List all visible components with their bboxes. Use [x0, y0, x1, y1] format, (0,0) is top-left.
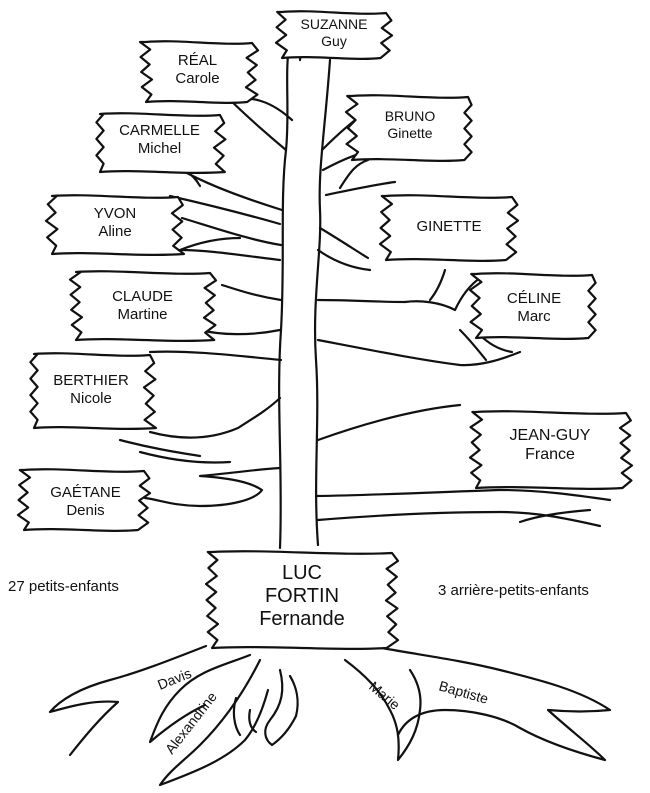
root-label-marie: Marie — [366, 678, 403, 713]
child-name: RÉAL — [177, 52, 218, 69]
root-center — [264, 668, 299, 747]
sign-carmelle: CARMELLE Michel — [102, 122, 217, 157]
child-name: CÉLINE — [506, 290, 562, 307]
branch-bruno-twigs — [324, 158, 397, 197]
signboard-claude — [68, 270, 218, 342]
spouse-name: Denis — [66, 501, 105, 519]
signboard-yvon — [44, 194, 186, 256]
couple-line-1: LUC — [281, 562, 322, 584]
sign-gaetane: GAÉTANE Denis — [28, 484, 143, 519]
signboard-celine — [468, 272, 597, 340]
spouse-name: Marc — [517, 307, 551, 325]
root-left-outer — [48, 644, 208, 757]
root-label-baptiste: Baptiste — [437, 678, 490, 707]
sign-berthier: BERTHIER Nicole — [36, 372, 146, 407]
couple-line-2: FORTIN — [264, 585, 340, 607]
branch-gaetane — [143, 466, 282, 508]
signboard-gaetane — [16, 468, 152, 532]
root-marie — [343, 658, 422, 762]
child-name: GAÉTANE — [50, 484, 121, 501]
root-label-alexandrine: Alexandrine — [162, 689, 220, 757]
sign-couple: LUC FORTIN Fernande — [222, 562, 382, 631]
signboard-bruno — [344, 94, 473, 162]
sign-suzanne: SUZANNE Guy — [280, 16, 388, 49]
child-name: BERTHIER — [53, 372, 129, 389]
signboard-berthier — [29, 352, 158, 430]
signboard-jeanguy — [468, 410, 634, 490]
spouse-name: Nicole — [70, 389, 112, 407]
spouse-name: Carole — [175, 69, 220, 87]
root-right-outer — [380, 646, 612, 762]
root-center-small — [232, 696, 258, 737]
trunk-right-edge — [313, 58, 332, 547]
spouse-name: Martine — [117, 305, 168, 323]
root-left-davis — [148, 653, 252, 744]
child-name: CLAUDE — [112, 288, 173, 305]
couple-line-3: Fernande — [259, 608, 345, 630]
great-grandchildren-count: 3 arrière-petits-enfants — [438, 582, 589, 599]
sign-real: RÉAL Carole — [145, 52, 250, 87]
child-name: SUZANNE — [300, 16, 368, 32]
spouse-name: Ginette — [387, 124, 433, 141]
sign-ginette: GINETTE — [390, 218, 508, 236]
signboard-ginette — [378, 194, 520, 262]
child-name: YVON — [93, 205, 137, 222]
branch-right-lower — [314, 488, 612, 528]
child-name: GINETTE — [416, 218, 482, 235]
branch-jeanguy — [316, 338, 522, 442]
spouse-name: Guy — [321, 32, 347, 49]
branch-celine — [316, 268, 482, 312]
sign-celine: CÉLINE Marc — [480, 290, 588, 325]
sign-claude: CLAUDE Martine — [80, 288, 205, 323]
signboard-real — [138, 40, 260, 104]
sign-jeanguy: JEAN-GUY France — [480, 427, 620, 465]
root-alexandrine — [158, 658, 270, 787]
signboard-carmelle — [95, 112, 227, 174]
root-label-davis: Davis — [155, 665, 193, 693]
child-name: CARMELLE — [119, 122, 200, 139]
branch-berthier-lower — [118, 438, 232, 464]
signboard-suzanne — [274, 10, 394, 60]
branch-ginette — [316, 226, 372, 272]
spouse-name: Michel — [137, 139, 182, 157]
child-name: BRUNO — [384, 108, 436, 124]
grandchildren-count: 27 petits-enfants — [8, 578, 119, 595]
child-name: JEAN-GUY — [509, 427, 591, 444]
branch-yvon — [178, 216, 283, 262]
sign-bruno: BRUNO Ginette — [355, 108, 465, 141]
sign-yvon: YVON Aline — [55, 205, 175, 240]
signboard-couple — [204, 550, 400, 650]
branch-berthier — [148, 350, 283, 439]
spouse-name: France — [525, 445, 575, 463]
trunk-left-edge — [278, 38, 292, 550]
spouse-name: Aline — [98, 222, 132, 240]
